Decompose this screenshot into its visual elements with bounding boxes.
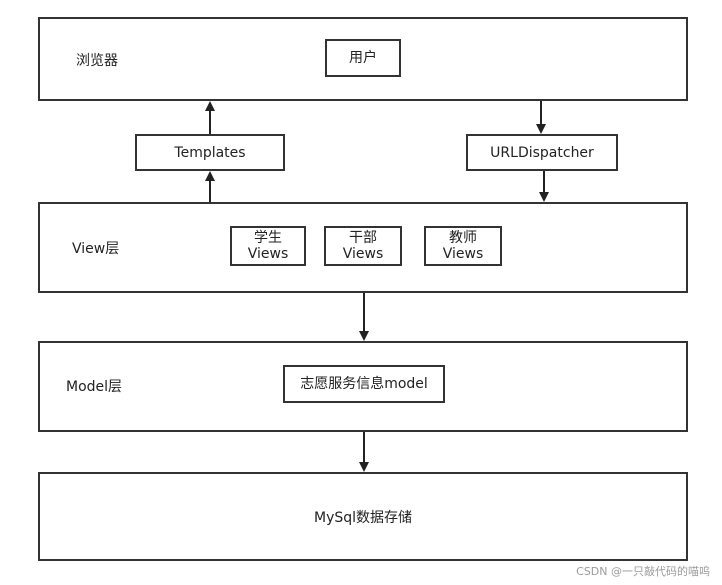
teacher-views-line2: Views xyxy=(442,246,484,262)
storage-layer-label: MySql数据存储 xyxy=(313,509,413,526)
browser-layer-label: 浏览器 xyxy=(76,53,118,69)
student-views-line2: Views xyxy=(247,246,289,262)
student-views-line1: 学生 xyxy=(254,230,282,246)
volunteer-model-box: 志愿服务信息model xyxy=(283,365,445,403)
templates-box: Templates xyxy=(135,134,285,171)
volunteer-model-label: 志愿服务信息model xyxy=(300,376,428,392)
url-dispatcher-box: URLDispatcher xyxy=(466,134,618,171)
csdn-watermark: CSDN @一只敲代码的喵呜 xyxy=(576,565,710,578)
storage-layer: MySql数据存储 xyxy=(38,472,688,561)
templates-label: Templates xyxy=(174,144,246,161)
model-layer-label: Model层 xyxy=(66,379,123,395)
cadre-views-line1: 干部 xyxy=(349,230,377,246)
student-views-box: 学生 Views xyxy=(230,226,306,266)
cadre-views-line2: Views xyxy=(342,246,384,262)
user-box: 用户 xyxy=(325,39,401,77)
url-dispatcher-label: URLDispatcher xyxy=(490,144,594,161)
teacher-views-box: 教师 Views xyxy=(424,226,502,266)
cadre-views-box: 干部 Views xyxy=(324,226,402,266)
user-label: 用户 xyxy=(349,50,377,66)
teacher-views-line1: 教师 xyxy=(449,230,477,246)
view-layer-label: View层 xyxy=(72,241,120,257)
